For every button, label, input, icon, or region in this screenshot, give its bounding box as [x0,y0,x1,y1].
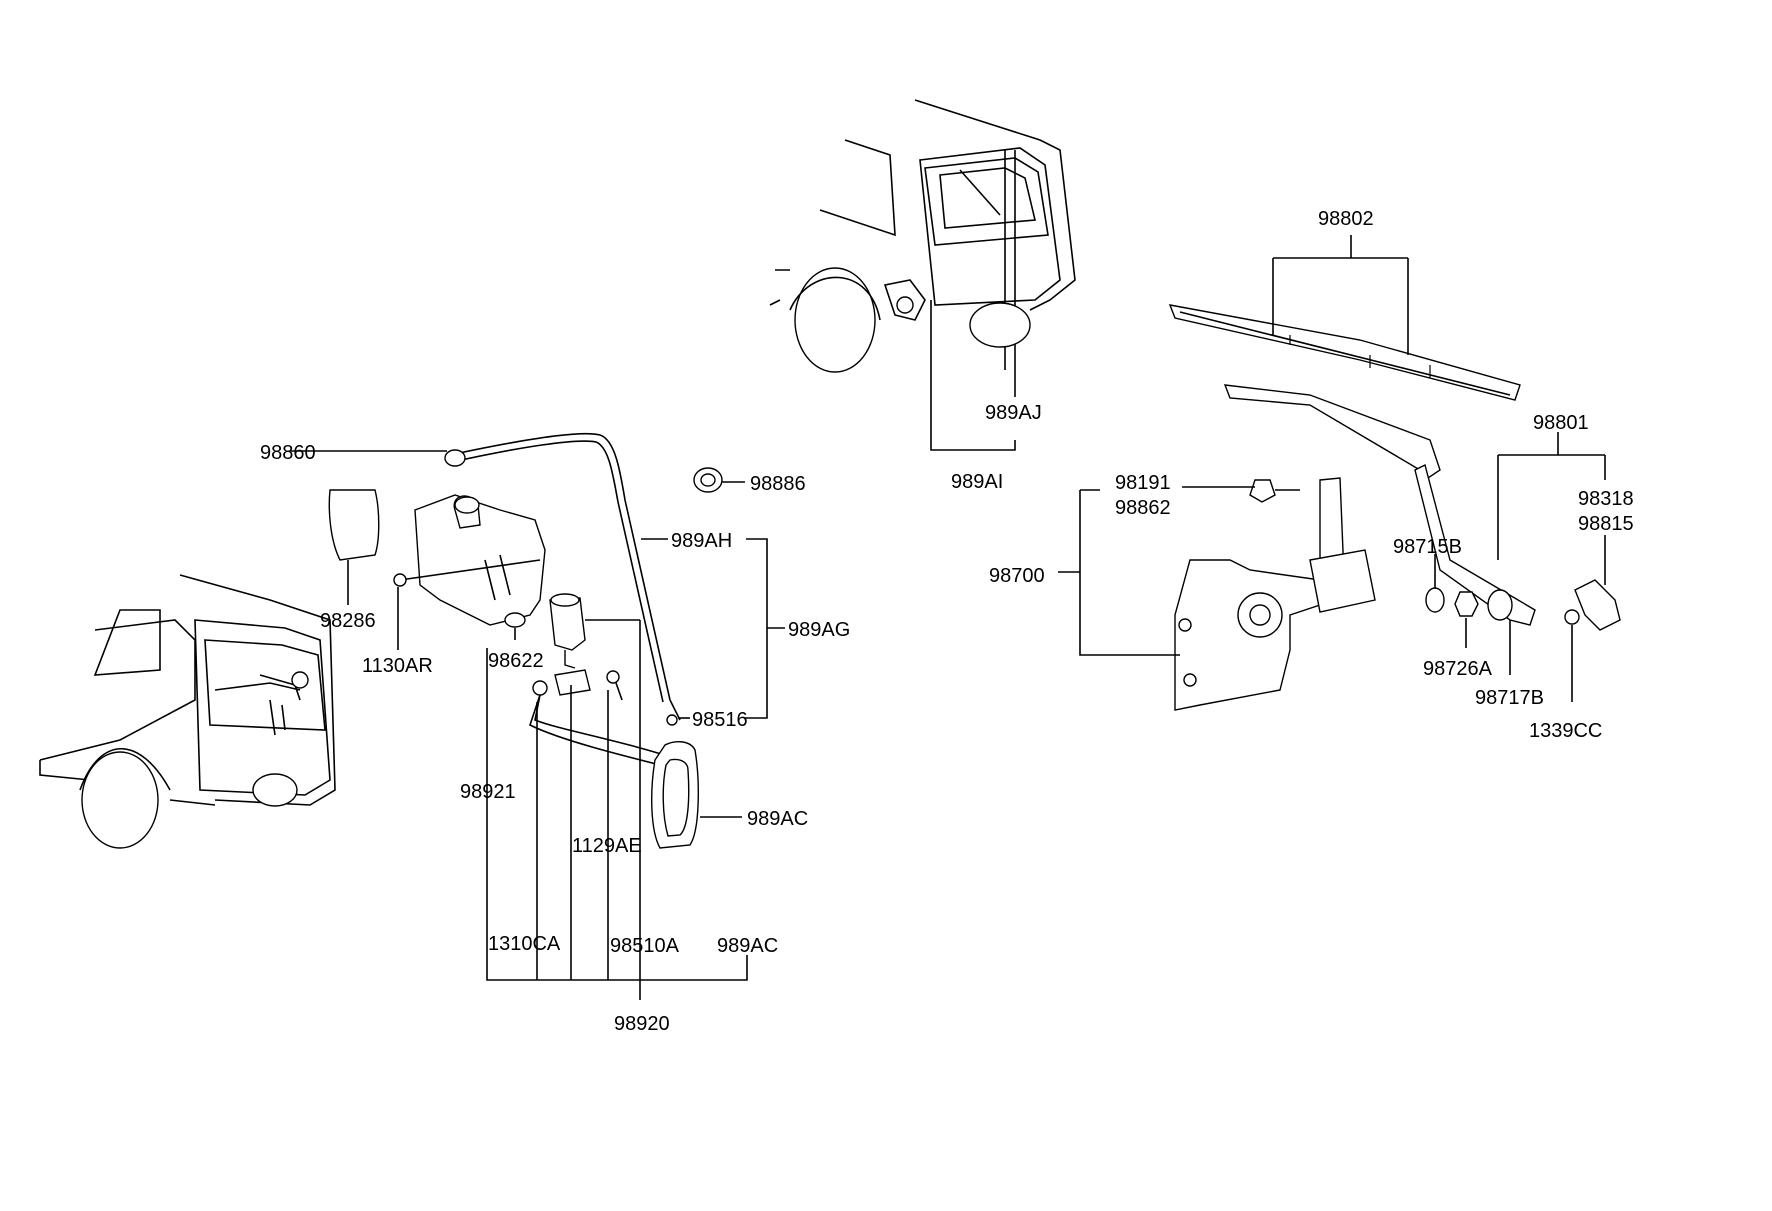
label-989AG: 989AG [788,619,850,641]
label-98622: 98622 [488,650,544,672]
label-98717B: 98717B [1475,687,1544,709]
label-989AJ: 989AJ [985,402,1042,424]
label-98318: 98318 [1578,488,1634,510]
label-989AH: 989AH [671,530,732,552]
label-98815: 98815 [1578,513,1634,535]
label-98191: 98191 [1115,472,1171,494]
label-1310CA: 1310CA [488,933,561,955]
label-1129AE: 1129AE [572,835,642,857]
label-989AI: 989AI [951,471,1003,493]
label-98510A: 98510A [610,935,680,957]
wiper-assembly-illustration [1168,304,1621,711]
label-98802: 98802 [1318,208,1374,230]
label-98860: 98860 [260,442,316,464]
label-98726A: 98726A [1423,658,1493,680]
label-98715B: 98715B [1393,536,1462,558]
part-labels: 98860 98286 1130AR 98622 98886 989AH 989… [260,208,1634,1035]
label-98286: 98286 [320,610,376,632]
label-98700: 98700 [989,565,1045,587]
label-989AC-bottom: 989AC [717,935,778,957]
washer-reservoir-illustration [328,432,723,849]
leader-lines [290,235,1606,1000]
label-98920: 98920 [614,1013,670,1035]
label-98801: 98801 [1533,412,1589,434]
label-98886: 98886 [750,473,806,495]
label-98921: 98921 [460,781,516,803]
label-98862: 98862 [1115,497,1171,519]
label-1339CC: 1339CC [1529,720,1602,742]
label-1130AR: 1130AR [362,655,433,677]
vehicle-top-illustration [769,99,1076,373]
label-98516: 98516 [692,709,748,731]
vehicle-left-illustration [39,574,336,849]
label-989AC-hose: 989AC [747,808,808,830]
